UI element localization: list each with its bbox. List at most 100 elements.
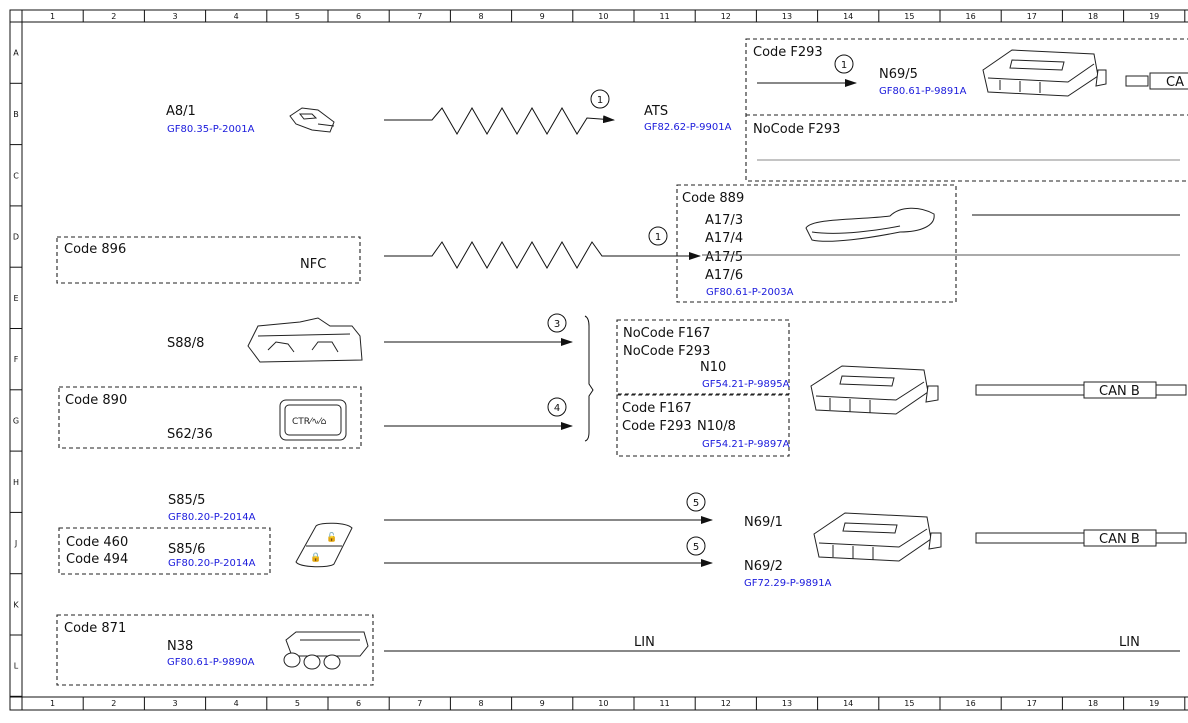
code-890-label: Code 890 [65,393,127,408]
door-lock-switch-icon: 🔓 🔒 [295,522,353,568]
grid-column-label: 9 [540,12,545,21]
code-460-494-box [58,527,271,575]
control-unit-n10-icon [810,365,939,415]
a8-1-label: A8/1 [166,104,196,119]
nocode-f293-label: NoCode F293 [753,122,840,137]
grid-column-label: 16 [966,12,976,21]
s85-5-ref-link[interactable]: GF80.20-P-2014A [168,512,256,523]
a17-ref-link[interactable]: GF80.61-P-2003A [706,287,794,298]
can-bus-top-line [1125,75,1149,87]
grid-column-label: 15 [904,699,914,708]
ats-label: ATS [644,104,668,119]
marker-1-nfc [648,226,668,246]
drawing-frame [9,9,1188,711]
grid-column-label: 18 [1088,699,1098,708]
ats-ref-link[interactable]: GF82.62-P-9901A [644,122,732,133]
s85-5-label: S85/5 [168,493,205,508]
svg-text:CTR⁄∿⁄⌂: CTR⁄∿⁄⌂ [292,417,327,427]
grid-column-label: 10 [598,12,608,21]
grid-row-label: F [14,355,19,364]
n10-8-box [616,394,790,457]
marker-5-a [686,492,706,512]
n10-8-label: N10/8 [697,419,736,434]
can-bus-top-tag [1149,72,1188,90]
marker-1-ats [590,89,610,109]
module-n38-icon [283,631,369,670]
trunk-switch-icon: CTR⁄∿⁄⌂ [279,399,347,441]
marker-3-text: 3 [554,319,560,330]
grid-column-label: 11 [660,12,670,21]
s85-6-label: S85/6 [168,542,205,557]
n10-8-ref-link[interactable]: GF54.21-P-9897A [702,439,790,450]
lin-label-2: LIN [1119,635,1140,650]
can-b-line-1 [975,384,1085,396]
a17-6-label: A17/6 [705,268,743,283]
code-889-box [676,184,957,303]
merge-brace [584,315,594,442]
grid-column-label: 13 [782,12,792,21]
wireless-link-ats [384,106,615,136]
grid-row-label: C [13,171,19,180]
n38-label: N38 [167,639,193,654]
grid-column-label: 13 [782,699,792,708]
n10-condition-1: NoCode F167 [623,326,710,341]
grid-column-label: 1 [50,12,55,21]
marker-5-a-text: 5 [693,498,699,509]
n10-condition-2: NoCode F293 [623,344,710,359]
can-b-line-1-end [1155,384,1187,396]
grid-column-label: 8 [478,699,483,708]
nfc-label: NFC [300,257,326,272]
grid-column-label: 6 [356,699,361,708]
marker-3 [547,313,567,333]
switch-panel-s88-8-icon [247,317,363,363]
a17-5-label: A17/5 [705,250,743,265]
grid-column-label: 14 [843,12,853,21]
grid-column-label: 5 [295,12,300,21]
a17-3-label: A17/3 [705,213,743,228]
grid-column-label: 17 [1027,699,1037,708]
grid-column-label: 12 [721,12,731,21]
grid-column-label: 1 [50,699,55,708]
grid-column-label: 9 [540,699,545,708]
grid-row-label: A [13,49,19,58]
grid-column-label: 16 [966,699,976,708]
grid-row-label: E [13,294,18,303]
n10-ref-link[interactable]: GF54.21-P-9895A [702,379,790,390]
n69-5-ref-link[interactable]: GF80.61-P-9891A [879,86,967,97]
marker-1-nfc-text: 1 [655,232,661,243]
grid-row-label: D [13,233,19,242]
grid-column-label: 17 [1027,12,1037,21]
grid-column-label: 11 [660,699,670,708]
a8-1-ref-link[interactable]: GF80.35-P-2001A [167,124,255,135]
grid-column-label: 7 [417,699,422,708]
s85-6-ref-link[interactable]: GF80.20-P-2014A [168,558,256,569]
code-871-box [56,614,374,686]
grid-column-label: 7 [417,12,422,21]
key-fob-icon [289,107,335,133]
n10-8-condition-2: Code F293 [622,419,692,434]
marker-1-ats-text: 1 [597,95,603,106]
door-handle-icon [805,207,935,242]
n69-2-ref-link[interactable]: GF72.29-P-9891A [744,578,832,589]
n10-8-condition-1: Code F167 [622,401,692,416]
a17-4-label: A17/4 [705,231,743,246]
grid-column-label: 12 [721,699,731,708]
n38-ref-link[interactable]: GF80.61-P-9890A [167,657,255,668]
lin-label-1: LIN [634,635,655,650]
code-890-box [58,386,362,449]
can-b-label-2: CAN B [1099,532,1140,547]
can-b-line-2-end [1155,532,1187,544]
svg-text:🔓: 🔓 [326,531,337,543]
grid-row-label: K [13,600,19,609]
grid-column-label: 19 [1149,12,1159,21]
control-unit-n69-5-icon [982,49,1107,97]
n69-5-label: N69/5 [879,67,918,82]
grid-column-label: 4 [234,699,239,708]
grid-column-label: 10 [598,699,608,708]
grid-row-label: L [14,662,19,671]
grid-column-label: 3 [172,699,177,708]
code-f293-label: Code F293 [753,45,823,60]
